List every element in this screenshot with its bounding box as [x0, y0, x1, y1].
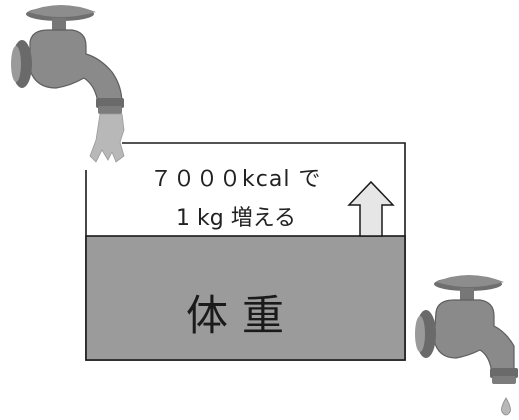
faucet-icon — [11, 5, 124, 114]
weight-block — [85, 235, 406, 361]
calorie-gain-text-line1: ７０００kcal で — [150, 167, 322, 192]
faucet-icon — [415, 275, 518, 384]
weight-label: 体重 — [186, 291, 299, 340]
up-arrow-icon — [347, 180, 395, 237]
water-stream-icon — [89, 113, 125, 163]
water-drop-icon — [501, 397, 511, 416]
calorie-gain-text-line2: 1 kg 増える — [176, 206, 297, 231]
